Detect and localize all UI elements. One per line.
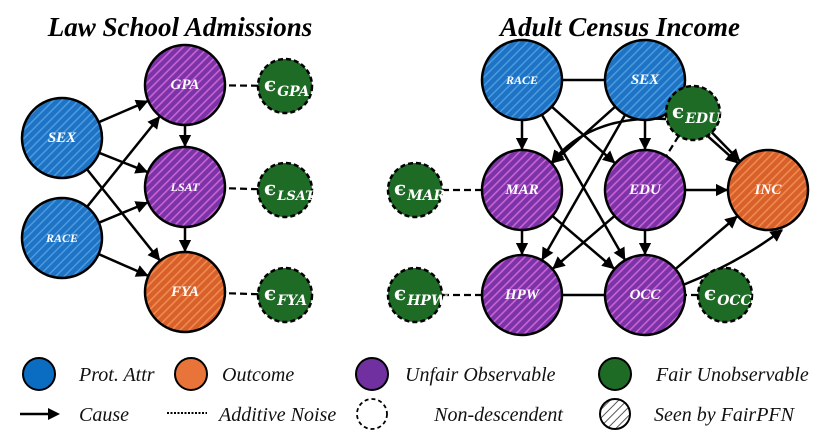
node-label: EDU xyxy=(628,182,662,198)
node-law-elsat: ϵLSAT xyxy=(256,161,316,219)
edge-law-race-to-lsat xyxy=(98,201,149,224)
legend-item-non-descendent: Non-descendent xyxy=(356,398,563,430)
node-law-gpa: GPA xyxy=(143,43,227,127)
legend-label-additive-noise: Additive Noise xyxy=(217,404,336,426)
legend-circle-orange-icon xyxy=(174,357,208,391)
edge-adult-occ-to-inc-curved xyxy=(682,229,783,287)
node-law-sex: SEX xyxy=(20,96,104,180)
legend-circle-blue-icon xyxy=(22,357,56,391)
legend-item-fair-unobservable: Fair Unobservable xyxy=(598,357,809,391)
node-adult-edu: EDU xyxy=(603,148,687,232)
legend-hatched-circle-icon xyxy=(599,398,631,430)
edge-law-sex-to-fya xyxy=(85,168,161,261)
legend-label-outcome: Outcome xyxy=(222,364,294,386)
node-law-race-circle xyxy=(20,196,104,280)
node-law-lsat-circle xyxy=(143,145,227,229)
edge-adult-eedu-to-inc xyxy=(710,131,741,162)
node-adult-eedu-circle xyxy=(664,84,722,142)
legend-item-unfair-observable: Unfair Observable xyxy=(355,357,556,391)
node-label: RACE xyxy=(505,73,538,87)
node-label: RACE xyxy=(45,231,78,245)
node-law-egpa-circle xyxy=(256,57,314,115)
node-adult-ehpw-circle xyxy=(386,266,444,324)
node-label: ϵHPW xyxy=(394,281,448,309)
edge-law-efya-to-fya xyxy=(225,292,259,296)
node-label: GPA xyxy=(171,77,200,93)
node-adult-hpw: HPW xyxy=(480,253,564,337)
edge-law-elsat-to-lsat xyxy=(225,187,259,191)
node-adult-edu-circle xyxy=(603,148,687,232)
legend-arrowhead-icon xyxy=(48,408,60,420)
node-law-elsat-circle xyxy=(256,161,314,219)
legend-label-non-descendent: Non-descendent xyxy=(433,404,563,426)
title-law-school: Law School Admissions xyxy=(47,12,313,42)
legend-label-seen-by-fairpfn: Seen by FairPFN xyxy=(654,404,796,426)
node-label: SEX xyxy=(48,130,77,146)
node-adult-inc-circle xyxy=(726,148,810,232)
node-adult-race: RACE xyxy=(480,38,564,122)
node-law-efya-circle xyxy=(256,266,314,324)
node-label: SEX xyxy=(631,72,660,88)
node-label: LSAT xyxy=(170,180,200,194)
legend-item-outcome: Outcome xyxy=(174,357,294,391)
node-adult-mar: MAR xyxy=(480,148,564,232)
node-adult-hpw-circle xyxy=(480,253,564,337)
legend-label-prot-attr: Prot. Attr xyxy=(78,364,155,386)
legend-circle-green-icon xyxy=(598,357,632,391)
edge-adult-sex-to-hpw xyxy=(541,114,627,261)
legend-item-cause: Cause xyxy=(20,404,129,426)
title-adult-census: Adult Census Income xyxy=(498,12,740,42)
edge-law-race-to-fya xyxy=(98,252,149,277)
node-adult-eedu: ϵEDU xyxy=(664,84,722,142)
node-adult-occ: OCC xyxy=(603,253,687,337)
node-adult-sex: SEX xyxy=(603,38,687,122)
node-adult-occ-circle xyxy=(603,253,687,337)
legend-label-fair-unobservable: Fair Unobservable xyxy=(655,364,809,386)
node-label: OCC xyxy=(630,287,662,303)
node-adult-race-circle xyxy=(480,38,564,122)
legend-label-cause: Cause xyxy=(79,404,129,426)
edge-law-race-to-gpa xyxy=(86,115,161,208)
nodes-layer: SEX RACE GPA LSAT FYA ϵGPA ϵLSAT ϵFYA RACE SEX MAR… xyxy=(20,38,810,337)
edge-adult-eedu-to-edu xyxy=(665,135,680,156)
legend-dashed-circle-icon xyxy=(356,398,388,430)
node-label: MAR xyxy=(504,182,538,198)
legend-item-additive-noise: Additive Noise xyxy=(167,404,336,426)
edge-adult-occ-to-inc xyxy=(674,215,738,270)
node-law-efya: ϵFYA xyxy=(256,266,314,324)
edges-layer xyxy=(85,78,783,297)
legend-label-unfair-observable: Unfair Observable xyxy=(405,364,556,386)
legend-item-prot-attr: Prot. Attr xyxy=(22,357,155,391)
legend: Prot. Attr Outcome Unfair Observable Fai… xyxy=(20,357,809,430)
node-adult-mar-circle xyxy=(480,148,564,232)
node-label: HPW xyxy=(504,287,541,303)
node-law-gpa-circle xyxy=(143,43,227,127)
legend-circle-purple-icon xyxy=(355,357,389,391)
node-law-lsat: LSAT xyxy=(143,145,227,229)
edge-adult-edu-to-hpw xyxy=(552,215,616,270)
node-label: INC xyxy=(754,182,783,198)
node-adult-emar: ϵMAR xyxy=(386,161,445,219)
node-law-fya-circle xyxy=(143,250,227,334)
node-adult-eocc: ϵOCC xyxy=(696,266,754,324)
node-law-egpa: ϵGPA xyxy=(256,57,314,115)
node-adult-ehpw: ϵHPW xyxy=(386,266,448,324)
node-adult-eocc-circle xyxy=(696,266,754,324)
node-law-sex-circle xyxy=(20,96,104,180)
node-law-race: RACE xyxy=(20,196,104,280)
legend-item-seen-by-fairpfn: Seen by FairPFN xyxy=(599,398,796,430)
node-law-fya: FYA xyxy=(143,250,227,334)
edge-law-sex-to-gpa xyxy=(98,99,149,124)
node-adult-sex-circle xyxy=(603,38,687,122)
node-label: FYA xyxy=(170,284,199,300)
node-adult-inc: INC xyxy=(726,148,810,232)
node-adult-emar-circle xyxy=(386,161,444,219)
